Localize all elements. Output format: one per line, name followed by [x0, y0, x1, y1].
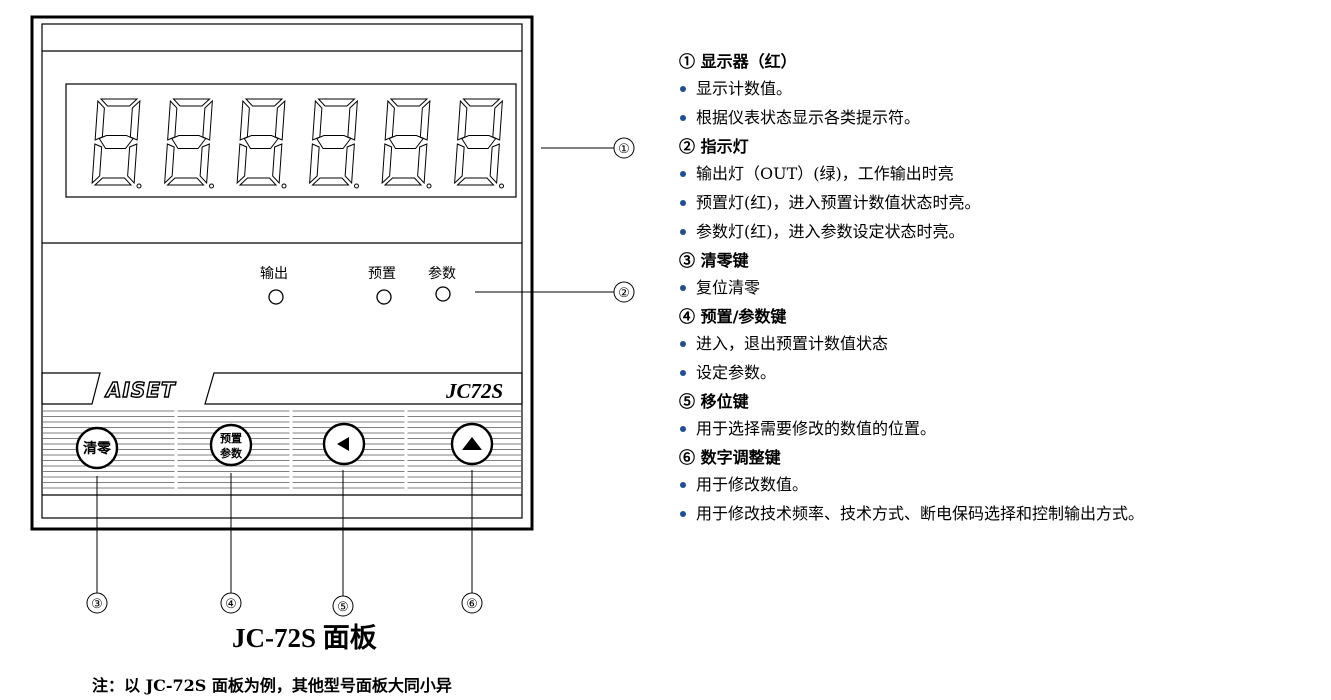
preset-param-button[interactable]: 预置 参数: [209, 423, 253, 467]
display-digit: [454, 98, 504, 189]
indicator-label-preset: 预置: [368, 266, 396, 282]
legend-item: 用于选择需要修改的数值的位置。: [679, 418, 1329, 439]
figure-note: 注：以 JC-72S 面板为例，其他型号面板大同小异: [92, 676, 452, 695]
indicator-label-output: 输出: [260, 266, 288, 282]
legend-item: 进入，退出预置计数值状态: [679, 333, 1329, 354]
legend-heading: ④ 预置/参数键: [679, 307, 787, 326]
legend-section-adjust-key: ⑥ 数字调整键 用于修改数值。 用于修改技术频率、技术方式、断电保码选择和控制输…: [679, 447, 1329, 524]
legend-item: 设定参数。: [679, 362, 1329, 383]
callout-marker-4: ④: [220, 592, 242, 614]
legend-heading: ② 指示灯: [679, 137, 749, 156]
model-label: JC72S: [445, 379, 503, 403]
panel-inner-frame: [41, 23, 523, 519]
callout-marker-2: ②: [613, 281, 635, 303]
seven-segment-display: [91, 98, 504, 189]
svg-text:⑥: ⑥: [466, 596, 478, 611]
clear-button[interactable]: 清零: [75, 426, 119, 470]
svg-text:④: ④: [225, 596, 237, 611]
legend-heading: ③ 清零键: [679, 251, 749, 270]
svg-text:②: ②: [618, 285, 630, 300]
legend-list: ① 显示器（红） 显示计数值。 根据仪表状态显示各类提示符。 ② 指示灯 输出灯…: [679, 45, 1329, 532]
indicator-lamp-param: [435, 286, 451, 302]
svg-text:①: ①: [618, 141, 630, 156]
indicator-label-param: 参数: [428, 265, 456, 282]
legend-section-indicators: ② 指示灯 输出灯（OUT）(绿)，工作输出时亮 预置灯(红)，进入预置计数值状…: [679, 136, 1329, 242]
svg-text:预置: 预置: [220, 431, 242, 445]
legend-section-preset-key: ④ 预置/参数键 进入，退出预置计数值状态 设定参数。: [679, 306, 1329, 383]
legend-item: 预置灯(红)，进入预置计数值状态时亮。: [679, 192, 1329, 213]
legend-section-shift-key: ⑤ 移位键 用于选择需要修改的数值的位置。: [679, 391, 1329, 439]
decimal-point: [136, 183, 142, 189]
shift-button[interactable]: [322, 422, 366, 466]
left-triangle-icon: [337, 437, 349, 451]
legend-item: 输出灯（OUT）(绿)，工作输出时亮: [679, 163, 1329, 184]
legend-item: 复位清零: [679, 277, 1329, 298]
increment-button[interactable]: [450, 422, 494, 466]
legend-item: 用于修改技术频率、技术方式、断电保码选择和控制输出方式。: [679, 503, 1329, 524]
display-digit: [309, 98, 359, 189]
callout-marker-1: ①: [613, 137, 635, 159]
svg-text:⑤: ⑤: [337, 599, 349, 614]
legend-section-clear-key: ③ 清零键 复位清零: [679, 250, 1329, 298]
legend-item: 显示计数值。: [679, 78, 1329, 99]
svg-text:参数: 参数: [220, 446, 243, 460]
decimal-point: [281, 183, 287, 189]
callout-marker-5: ⑤: [332, 595, 354, 617]
indicator-lamp-output: [268, 289, 284, 305]
legend-heading: ⑥ 数字调整键: [679, 448, 781, 467]
decimal-point: [426, 183, 432, 189]
legend-section-display: ① 显示器（红） 显示计数值。 根据仪表状态显示各类提示符。: [679, 51, 1329, 128]
figure-caption: JC-72S 面板: [232, 623, 377, 653]
model-band: [204, 372, 523, 405]
legend-item: 参数灯(红)，进入参数设定状态时亮。: [679, 221, 1329, 242]
decimal-point: [209, 183, 214, 189]
display-digit: [164, 98, 214, 189]
display-digit: [91, 98, 142, 189]
display-digit: [236, 98, 287, 189]
decimal-point: [354, 183, 359, 189]
up-triangle-icon: [462, 437, 482, 450]
svg-text:③: ③: [91, 596, 103, 611]
svg-text:AISET: AISET: [104, 378, 176, 402]
brand-band-left: [41, 372, 101, 405]
display-digit: [381, 98, 432, 189]
callout-marker-3: ③: [86, 592, 108, 614]
panel-diagram: 输出 预置 参数 AISET JC72S 清零 预置 参数 ①: [30, 15, 635, 617]
keypad-stripes: [43, 408, 521, 493]
legend-item: 根据仪表状态显示各类提示符。: [679, 107, 1329, 128]
display-window: [65, 83, 517, 198]
panel-outer-frame: [30, 15, 534, 531]
legend-heading: ① 显示器（红）: [679, 52, 797, 71]
indicator-lamp-preset: [376, 289, 392, 305]
svg-text:清零: 清零: [83, 440, 112, 457]
legend-item: 用于修改数值。: [679, 474, 1329, 495]
callout-marker-6: ⑥: [461, 592, 483, 614]
brand-logo: AISET: [103, 377, 176, 402]
legend-heading: ⑤ 移位键: [679, 392, 749, 411]
decimal-point: [499, 183, 504, 189]
